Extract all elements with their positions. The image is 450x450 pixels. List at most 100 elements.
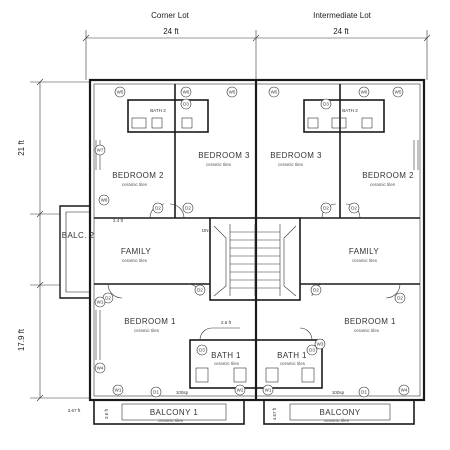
stair-gap-dimension: 2.6 ft — [221, 320, 232, 325]
bath-1-left-label: BATH 1 — [211, 351, 241, 360]
interior-walls — [94, 84, 420, 389]
svg-text:D3: D3 — [199, 348, 205, 353]
tag-d2-stair-left: D2 — [194, 284, 206, 296]
balcony-small-dimension: 3.6 ft — [104, 408, 109, 419]
svg-text:D2: D2 — [351, 206, 357, 211]
bedroom-3-right-finish: ceramic tiles — [278, 162, 304, 167]
tag-d3-bath1-left: D3 — [196, 344, 208, 356]
bath-1-right-finish: ceramic tiles — [280, 361, 306, 366]
bedroom-2-right-finish: ceramic tiles — [370, 182, 396, 187]
left-dimension-line — [30, 78, 90, 402]
family-right-label: FAMILY — [349, 247, 380, 256]
family-left-finish: ceramic tiles — [122, 258, 148, 263]
tag-w5-top-left: W5 — [114, 86, 126, 98]
balcony-label: BALCONY — [319, 408, 360, 417]
svg-text:D1: D1 — [153, 390, 159, 395]
corner-lot-label: Corner Lot — [151, 11, 190, 20]
tag-d1-balcony-right: D1 — [358, 386, 370, 398]
svg-text:W1: W1 — [115, 388, 122, 393]
balcony-right-small-dimension: 4.67 ft — [272, 407, 277, 420]
width-left-dimension: 24 ft — [163, 27, 179, 36]
upper-height-dimension: 21 ft — [17, 139, 26, 155]
svg-text:D3: D3 — [183, 102, 189, 107]
tag-w5-top-right: W5 — [268, 86, 280, 98]
svg-text:W5: W5 — [229, 90, 236, 95]
bedroom-2-right-label: BEDROOM 2 — [362, 171, 414, 180]
left-balcony-projection — [59, 205, 90, 299]
tag-w1-left-wall: W1 — [94, 296, 106, 308]
tag-d2-bedroom3-right: D2 — [320, 202, 332, 214]
tag-w1-bottom-right: W1 — [262, 384, 274, 396]
svg-text:W8: W8 — [101, 198, 108, 203]
svg-text:D1: D1 — [361, 390, 367, 395]
svg-text:W6: W6 — [183, 90, 190, 95]
tag-d2-stair-right: D2 — [310, 284, 322, 296]
tag-w5-top-mid: W5 — [226, 86, 238, 98]
svg-text:W2: W2 — [237, 388, 244, 393]
tag-d2-bedroom1-right: D2 — [394, 292, 406, 304]
bath-1-right-label: BATH 1 — [277, 351, 307, 360]
bedroom-2-left-finish: ceramic tiles — [122, 182, 148, 187]
tag-d3-bath1-right: D3 — [306, 344, 318, 356]
svg-text:D2: D2 — [313, 288, 319, 293]
bath-fixtures — [131, 117, 373, 383]
svg-text:D2: D2 — [185, 206, 191, 211]
family-gap-dimension: 2.4 ft — [113, 218, 124, 223]
svg-text:W4: W4 — [97, 366, 104, 371]
width-right-dimension: 24 ft — [333, 27, 349, 36]
balcony-frames — [93, 399, 415, 425]
bath-2-left-label: BATH 2 — [150, 108, 166, 113]
tag-d3-bath2-left: D3 — [180, 98, 192, 110]
svg-text:W4: W4 — [401, 388, 408, 393]
lower-height-dimension: 17.9 ft — [17, 328, 26, 351]
bedroom-2-left-label: BEDROOM 2 — [112, 171, 164, 180]
balcony-1-finish: ceramic tiles — [158, 418, 184, 423]
ledge-right-label: 100sp — [332, 390, 345, 395]
svg-text:W3: W3 — [317, 342, 324, 347]
tag-w3-bath-right: W3 — [314, 338, 326, 350]
bedroom-1-left-finish: ceramic tiles — [134, 328, 160, 333]
bedroom-1-right-finish: ceramic tiles — [354, 328, 380, 333]
intermediate-lot-label: Intermediate Lot — [313, 11, 372, 20]
balcony-left-depth-dimension: 3.67 ft — [68, 408, 81, 413]
tag-d3-bath2-right: D3 — [320, 98, 332, 110]
bedroom-3-left-finish: ceramic tiles — [206, 162, 232, 167]
bedroom-3-right-label: BEDROOM 3 — [270, 151, 322, 160]
tag-w8-left-wall: W8 — [98, 194, 110, 206]
svg-text:W6: W6 — [361, 90, 368, 95]
staircase — [213, 224, 297, 297]
svg-text:D2: D2 — [397, 296, 403, 301]
tag-w6-top-right: W6 — [358, 86, 370, 98]
family-right-finish: ceramic tiles — [352, 258, 378, 263]
svg-text:W1: W1 — [265, 388, 272, 393]
balcony-1-label: BALCONY 1 — [150, 408, 199, 417]
exterior-wall-inner-line — [93, 83, 421, 397]
svg-text:W5: W5 — [271, 90, 278, 95]
bedroom-3-left-label: BEDROOM 3 — [198, 151, 250, 160]
tag-w7-left-wall: W7 — [94, 144, 106, 156]
balcony-finish: ceramic tiles — [324, 418, 350, 423]
svg-text:D2: D2 — [197, 288, 203, 293]
svg-text:D2: D2 — [323, 206, 329, 211]
family-left-label: FAMILY — [121, 247, 152, 256]
svg-text:D3: D3 — [309, 348, 315, 353]
svg-text:W7: W7 — [97, 148, 104, 153]
balcony-railings — [121, 403, 391, 421]
tag-w1-bottom-left: W1 — [112, 384, 124, 396]
balc-2-label: BALC. 2 — [62, 231, 95, 240]
tag-w5-top-far-right: W5 — [392, 86, 404, 98]
ledge-left-label: 100sp — [176, 390, 189, 395]
svg-text:D2: D2 — [155, 206, 161, 211]
bath-1-left-finish: ceramic tiles — [214, 361, 240, 366]
bedroom-1-right-label: BEDROOM 1 — [344, 317, 396, 326]
svg-text:W5: W5 — [117, 90, 124, 95]
top-dimension-line — [82, 30, 431, 80]
tag-w4-bottom-right: W4 — [398, 384, 410, 396]
tag-d2-bedroom2-right: D2 — [348, 202, 360, 214]
tag-d2-bedroom2-left: D2 — [152, 202, 164, 214]
tag-w4-left-wall: W4 — [94, 362, 106, 374]
tag-d2-bedroom3-left: D2 — [182, 202, 194, 214]
bath-2-right-label: BATH 2 — [342, 108, 358, 113]
tag-d1-balcony-left: D1 — [150, 386, 162, 398]
